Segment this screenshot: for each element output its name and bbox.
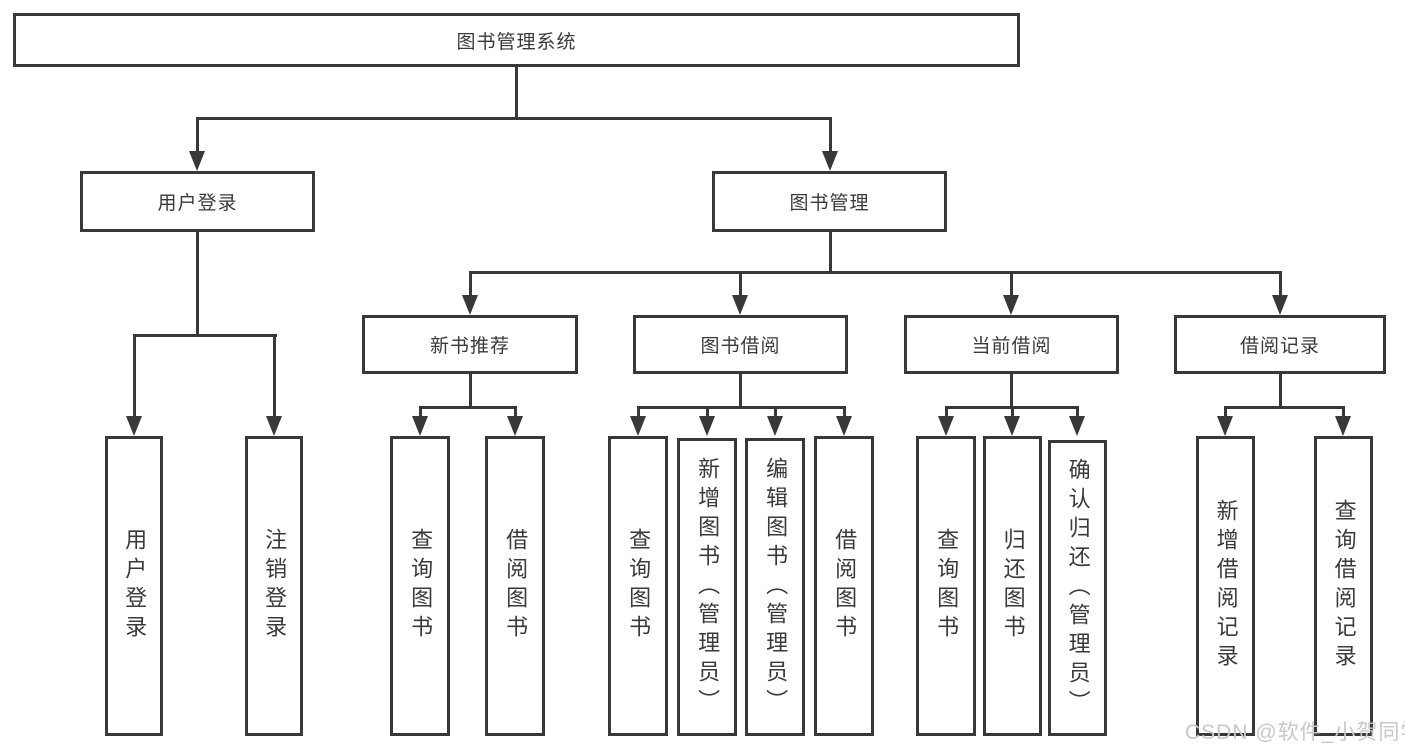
leaf-label: 查询图书 — [934, 528, 960, 644]
watermark-text: CSDN @软件_小贺同学 — [1185, 721, 1405, 744]
connector-drop — [1224, 406, 1227, 419]
connector-book-borrow-bar — [637, 406, 846, 409]
node-label: 图书管理 — [789, 193, 870, 214]
arrow-down-icon — [126, 416, 142, 436]
arrow-down-icon — [1004, 416, 1020, 436]
leaf-return-book: 归还图书 — [983, 436, 1042, 736]
connector-drop — [1011, 406, 1014, 419]
node-book-management: 图书管理 — [712, 171, 947, 232]
leaf-label: 编辑图书（管理员） — [763, 456, 789, 718]
node-label: 图书借阅 — [700, 336, 781, 357]
connector-borrow-records-bar — [1224, 406, 1345, 409]
node-label: 借阅记录 — [1239, 336, 1320, 357]
connector-drop-new-book — [469, 271, 472, 297]
connector-drop-book-borrow — [739, 271, 742, 297]
arrow-down-icon — [699, 416, 715, 436]
arrow-down-icon — [836, 416, 852, 436]
arrow-down-icon — [266, 416, 282, 436]
arrow-down-icon — [462, 295, 478, 315]
connector-drop-current-borrow — [1010, 271, 1013, 297]
connector-drop — [637, 406, 640, 419]
connector-new-book-bar — [419, 406, 517, 409]
leaf-add-borrow-record: 新增借阅记录 — [1196, 436, 1255, 736]
leaf-label: 注销登录 — [262, 528, 288, 644]
connector-borrow-records-stem — [1279, 372, 1282, 409]
node-label: 图书管理系统 — [456, 31, 577, 53]
leaf-query-borrow-record: 查询借阅记录 — [1314, 436, 1373, 736]
leaf-label: 确认归还（管理员） — [1065, 457, 1091, 719]
connector-drop-borrow-records — [1279, 271, 1282, 297]
leaf-edit-book-admin: 编辑图书（管理员） — [745, 438, 805, 736]
connector-drop — [945, 406, 948, 419]
leaf-label: 新增图书（管理员） — [695, 456, 721, 718]
connector-drop — [1076, 406, 1079, 419]
arrow-down-icon — [1003, 295, 1019, 315]
leaf-label: 借阅图书 — [503, 528, 529, 644]
node-label: 当前借阅 — [971, 336, 1052, 357]
node-user-login: 用户登录 — [80, 171, 315, 232]
arrow-down-icon — [822, 151, 838, 171]
connector-book-borrow-stem — [739, 372, 742, 409]
connector-drop — [843, 406, 846, 419]
leaf-label: 借阅图书 — [832, 528, 858, 644]
leaf-label: 用户登录 — [122, 528, 148, 644]
connector-current-borrow-stem — [1010, 372, 1013, 409]
connector-root-stem — [515, 66, 518, 119]
connector-drop-user-login — [196, 117, 199, 153]
connector-book-mgmt-stem — [829, 230, 832, 274]
arrow-down-icon — [630, 416, 646, 436]
connector-drop — [774, 406, 777, 419]
connector-drop-leaf-user-login — [133, 334, 136, 419]
node-book-borrow: 图书借阅 — [633, 315, 848, 374]
arrow-down-icon — [507, 416, 523, 436]
leaf-user-login: 用户登录 — [105, 436, 163, 736]
node-label: 用户登录 — [157, 193, 238, 214]
node-new-book-recommend: 新书推荐 — [362, 315, 578, 374]
arrow-down-icon — [767, 416, 783, 436]
leaf-query-books-recommend: 查询图书 — [390, 436, 450, 736]
connector-drop — [706, 406, 709, 419]
connector-drop — [514, 406, 517, 419]
connector-user-login-bar — [133, 334, 277, 337]
arrow-down-icon — [732, 295, 748, 315]
leaf-confirm-return-admin: 确认归还（管理员） — [1048, 440, 1107, 736]
node-current-borrow: 当前借阅 — [904, 315, 1119, 374]
leaf-query-books-current: 查询图书 — [916, 436, 976, 736]
leaf-query-books-borrow: 查询图书 — [608, 436, 668, 736]
leaf-add-book-admin: 新增图书（管理员） — [677, 438, 737, 736]
connector-new-book-stem — [469, 372, 472, 409]
arrow-down-icon — [412, 416, 428, 436]
leaf-label: 归还图书 — [1000, 528, 1026, 644]
arrow-down-icon — [1272, 295, 1288, 315]
arrow-down-icon — [189, 151, 205, 171]
connector-drop-leaf-logout — [273, 334, 276, 419]
leaf-logout: 注销登录 — [245, 436, 303, 736]
connector-level3-bar — [469, 271, 1282, 274]
leaf-label: 查询图书 — [626, 528, 652, 644]
arrow-down-icon — [1335, 416, 1351, 436]
connector-level1-bar — [196, 117, 832, 120]
node-label: 新书推荐 — [429, 336, 510, 357]
node-library-management-system: 图书管理系统 — [13, 13, 1020, 67]
leaf-borrow-books-recommend: 借阅图书 — [485, 436, 545, 736]
node-borrow-records: 借阅记录 — [1174, 315, 1386, 374]
leaf-label: 查询图书 — [408, 528, 434, 644]
arrow-down-icon — [938, 416, 954, 436]
leaf-borrow-books: 借阅图书 — [814, 436, 874, 736]
arrow-down-icon — [1217, 416, 1233, 436]
leaf-label: 新增借阅记录 — [1213, 499, 1239, 673]
connector-drop-book-mgmt — [829, 117, 832, 153]
leaf-label: 查询借阅记录 — [1331, 499, 1357, 673]
connector-user-login-stem — [196, 230, 199, 336]
arrow-down-icon — [1069, 416, 1085, 436]
connector-drop — [1342, 406, 1345, 419]
connector-drop — [419, 406, 422, 419]
